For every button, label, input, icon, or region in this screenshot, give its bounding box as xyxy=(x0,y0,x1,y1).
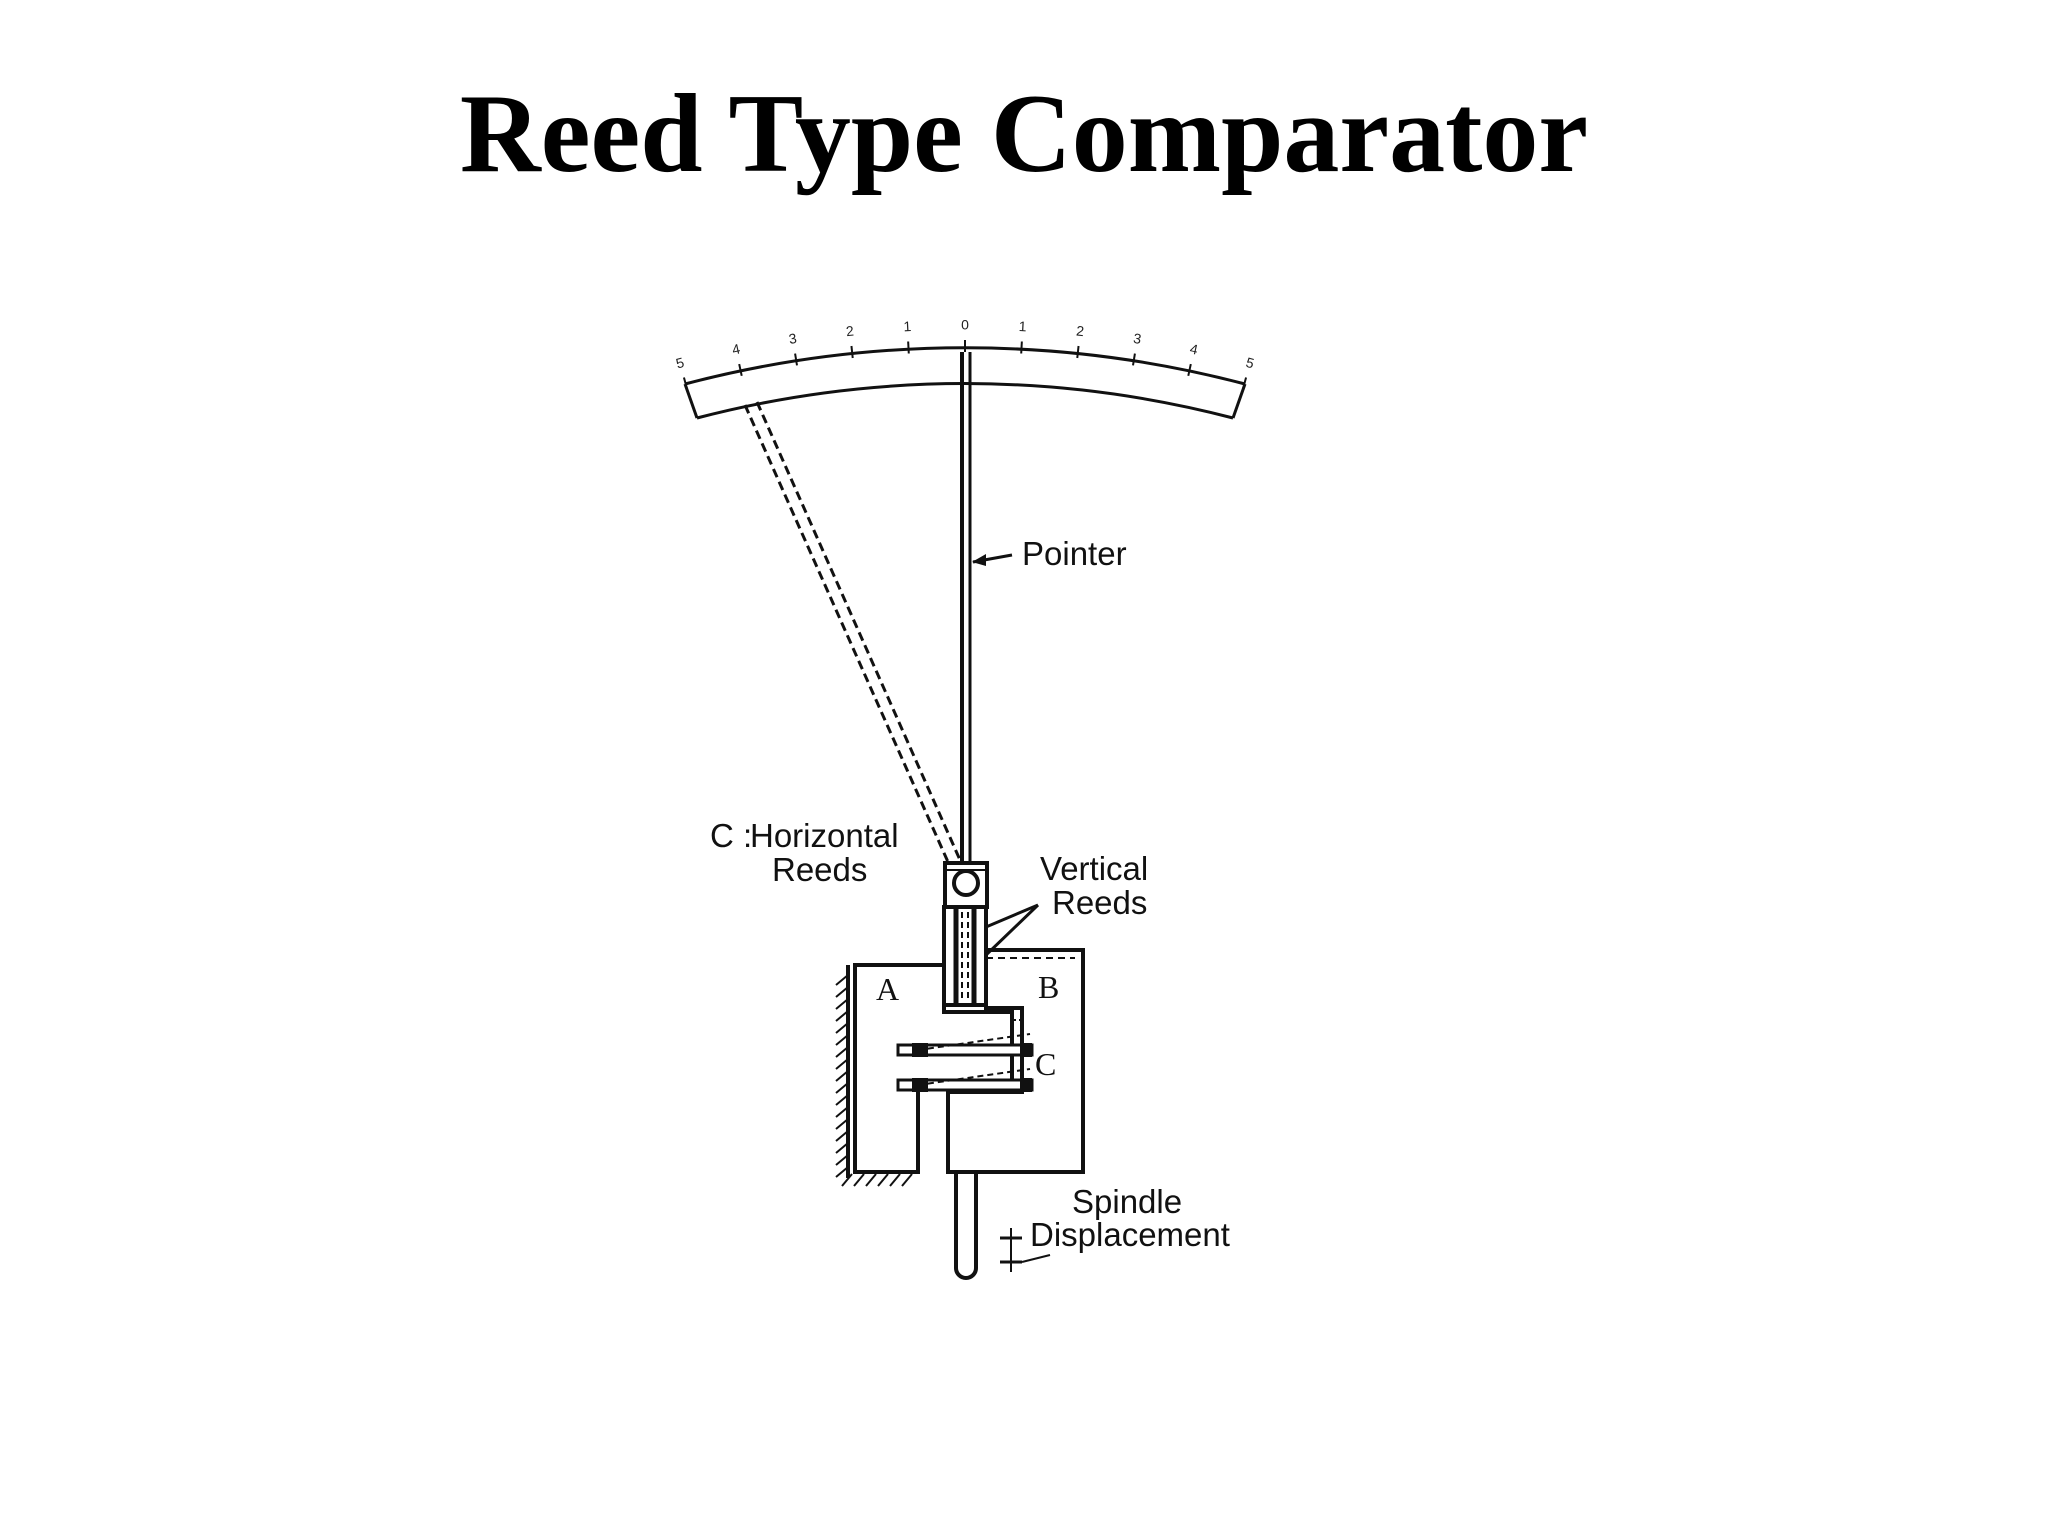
horizontal-reeds-prefix: C : xyxy=(710,817,752,854)
scale-number: 2 xyxy=(845,322,855,339)
scale-number: 1 xyxy=(903,318,912,334)
hatch-line xyxy=(835,1082,849,1094)
fixed-support-hatching xyxy=(835,974,913,1187)
scale-number: 4 xyxy=(730,340,741,357)
scale-number: 5 xyxy=(674,354,686,372)
hatch-line xyxy=(835,1094,849,1106)
vertical-reeds xyxy=(942,905,988,1007)
hatch-line xyxy=(853,1173,865,1187)
pointer-label: Pointer xyxy=(1022,535,1127,572)
scale-end-right xyxy=(1231,383,1247,419)
hatch-line xyxy=(835,974,849,986)
scale-ticks xyxy=(682,340,1248,390)
scale-arc-outer xyxy=(684,346,1246,386)
deflected-pointer xyxy=(743,401,962,863)
scale-tick xyxy=(794,353,798,366)
scale-tick xyxy=(907,341,910,354)
spindle-label-line1: Spindle xyxy=(1072,1183,1182,1220)
hatch-line xyxy=(835,1106,849,1118)
hatch-line xyxy=(835,1070,849,1082)
scale-tick xyxy=(850,345,854,359)
scale-number: 3 xyxy=(788,330,798,347)
block-b-label: B xyxy=(1038,969,1059,1005)
scale-number: 0 xyxy=(961,317,969,333)
pivot-head xyxy=(943,861,989,909)
hatch-line xyxy=(835,986,849,998)
hatch-line xyxy=(901,1173,913,1187)
hatch-line xyxy=(835,1118,849,1130)
hatch-line xyxy=(877,1173,889,1187)
leader-lines xyxy=(972,553,1051,1263)
slide-title: Reed Type Comparator xyxy=(459,72,1589,196)
scale-tick xyxy=(1020,341,1023,354)
scale-tick xyxy=(1187,363,1192,376)
vertical-reeds-label-line1: Vertical xyxy=(1040,850,1148,887)
scale-number: 3 xyxy=(1132,330,1142,347)
scale-end-left xyxy=(683,383,699,419)
fixed-block-a xyxy=(835,963,1014,1187)
scale-number: 2 xyxy=(1075,322,1085,339)
block-a-label: A xyxy=(876,971,899,1007)
scale-tick xyxy=(1241,377,1248,390)
hatch-line xyxy=(835,1046,849,1058)
hatch-line xyxy=(835,1166,849,1178)
hatch-line xyxy=(889,1173,901,1187)
hatch-line xyxy=(835,1010,849,1022)
spindle xyxy=(954,1172,1022,1280)
block-c-label: C xyxy=(1035,1046,1056,1082)
scale-numbers: 5 4 3 2 1 0 1 2 3 4 5 xyxy=(674,317,1256,372)
hatch-line xyxy=(865,1173,877,1187)
scale-number: 1 xyxy=(1018,318,1027,334)
horizontal-reeds xyxy=(896,1033,1034,1092)
pointer xyxy=(960,352,972,870)
hatch-line xyxy=(835,1142,849,1154)
hatch-line xyxy=(835,1022,849,1034)
scale-tick xyxy=(1132,353,1136,366)
scale-tick xyxy=(1076,345,1080,359)
movable-block-b xyxy=(946,948,1085,1174)
horizontal-reeds-label-line2: Reeds xyxy=(772,851,867,888)
spindle-label-line2: Displacement xyxy=(1030,1216,1230,1253)
scale-tick xyxy=(682,377,689,390)
hatch-line xyxy=(835,1058,849,1070)
hatch-line xyxy=(835,998,849,1010)
dial-scale: 5 4 3 2 1 0 1 2 3 4 5 xyxy=(674,317,1256,420)
vertical-reeds-label-line2: Reeds xyxy=(1052,884,1147,921)
scale-number: 5 xyxy=(1244,354,1256,372)
scale-tick xyxy=(738,363,743,376)
hatch-line xyxy=(841,1173,853,1187)
hatch-line xyxy=(835,1034,849,1046)
horizontal-reeds-label-line1: Horizontal xyxy=(750,817,899,854)
hatch-line xyxy=(835,1130,849,1142)
scale-number: 4 xyxy=(1189,340,1200,357)
hatch-line xyxy=(835,1154,849,1166)
scale-arc-inner xyxy=(696,382,1234,420)
